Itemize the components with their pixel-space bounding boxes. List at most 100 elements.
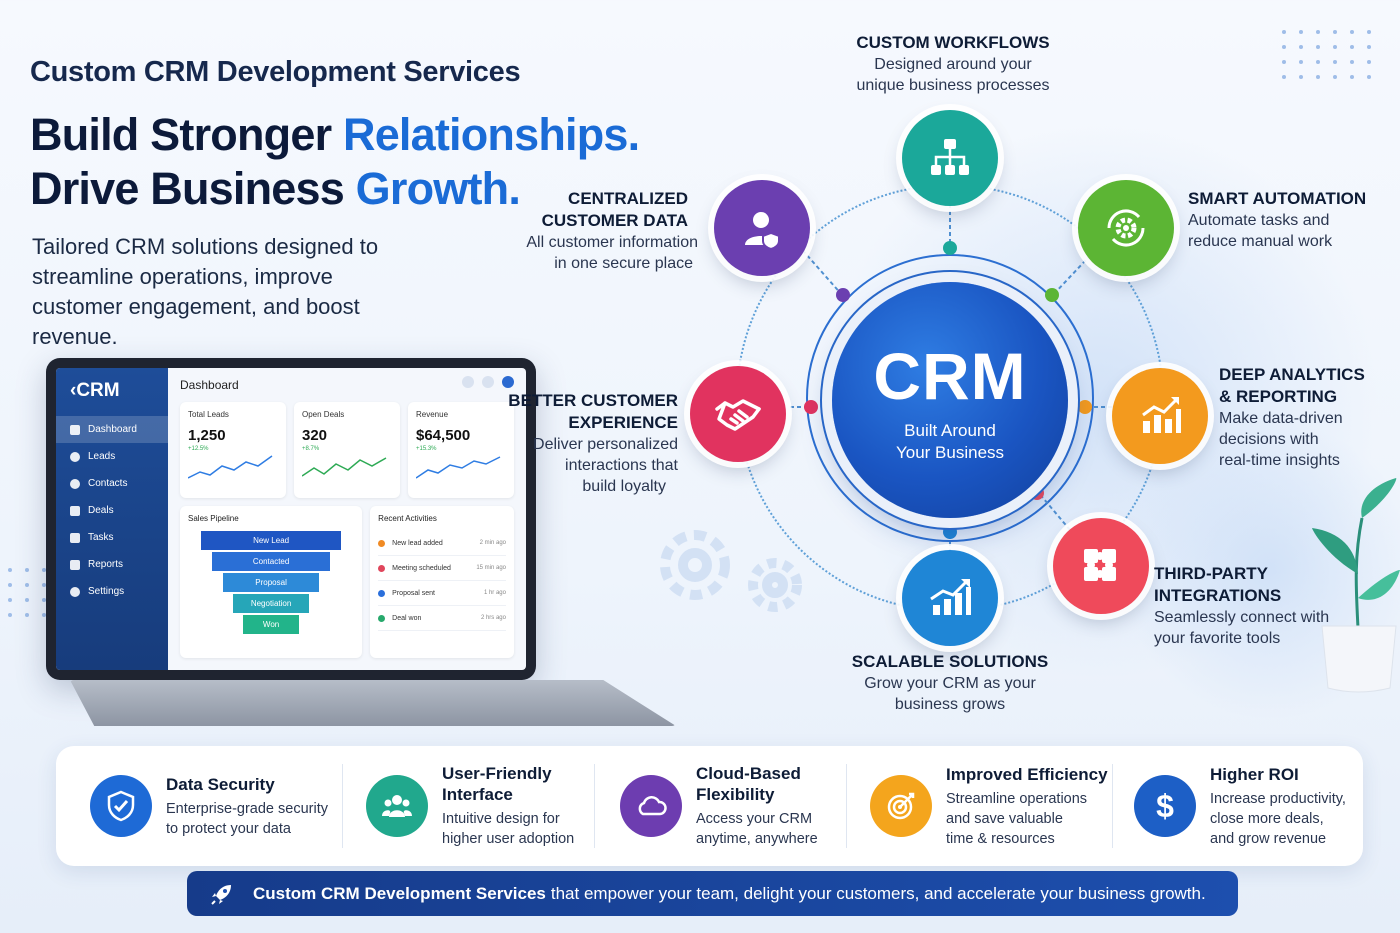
benefit-title: Flexibility — [696, 785, 775, 804]
feature-smart-automation: SMART AUTOMATION Automate tasks and redu… — [1188, 188, 1388, 252]
sidebar-item-leads[interactable]: Leads — [56, 443, 168, 470]
funnel-stage: New Lead — [201, 531, 342, 550]
benefits-panel: Data Security Enterprise-grade security … — [56, 746, 1363, 866]
feature-title: SCALABLE SOLUTIONS — [851, 652, 1049, 671]
feature-better-experience: BETTER CUSTOMER EXPERIENCE Deliver perso… — [500, 390, 678, 497]
card-change: +8.7% — [302, 446, 320, 452]
message-icon[interactable] — [482, 376, 494, 388]
experience-node — [690, 366, 786, 462]
background-gears-icon — [660, 530, 802, 612]
feature-title: CUSTOM WORKFLOWS — [856, 33, 1050, 52]
feature-desc: Designed around your — [874, 56, 1032, 73]
card-label: Revenue — [416, 410, 449, 419]
connector-dot — [1078, 400, 1092, 414]
feature-desc: business grows — [894, 696, 1006, 713]
benefit-desc: Streamline operations — [946, 790, 1088, 807]
headline-highlight: Relationships. — [343, 109, 640, 160]
feature-desc: your favorite tools — [1154, 630, 1281, 647]
feature-title: THIRD-PARTY — [1154, 564, 1268, 583]
card-label: Open Deals — [302, 410, 345, 419]
panel-title: Recent Activities — [378, 514, 437, 523]
divider — [846, 764, 847, 848]
benefit-higher-roi: $ Higher ROI Increase productivity, clos… — [1134, 746, 1346, 866]
gear-cycle-icon — [1107, 209, 1145, 247]
feature-third-party-integrations: THIRD-PARTY INTEGRATIONS Seamlessly conn… — [1154, 563, 1354, 649]
crm-core-circle: CRM Built Around Your Business — [832, 282, 1068, 518]
sparkline — [416, 456, 501, 479]
feature-title: CUSTOMER DATA — [541, 211, 688, 230]
feature-custom-workflows: CUSTOM WORKFLOWS Designed around your un… — [830, 32, 1076, 96]
plant-icon — [1312, 478, 1400, 693]
banner-text: that empower your team, delight your cus… — [550, 883, 1206, 903]
crm-sidebar: ‹CRM Dashboard Leads Contacts Deals Task… — [56, 368, 168, 670]
funnel-stage: Negotiation — [233, 594, 310, 613]
bar-chart-icon — [1142, 397, 1181, 433]
centralized-data-node — [714, 180, 810, 276]
activity-icon — [378, 614, 386, 622]
card-change: +12.5% — [188, 446, 209, 452]
feature-desc: Automate tasks and — [1188, 212, 1330, 229]
hierarchy-icon — [931, 139, 969, 175]
stat-card-revenue[interactable]: Revenue $64,500 +15.3% — [408, 402, 514, 498]
sparkline — [302, 457, 387, 477]
benefit-desc: Intuitive design for — [442, 811, 560, 827]
sidebar-item-contacts[interactable]: Contacts — [56, 470, 168, 497]
decorative-dot-grid — [1282, 30, 1373, 79]
sidebar-item-tasks[interactable]: Tasks — [56, 524, 168, 551]
sidebar-item-reports[interactable]: Reports — [56, 551, 168, 578]
feature-desc: interactions that — [565, 457, 678, 474]
benefit-title: Data Security — [166, 774, 275, 794]
feature-desc: unique business processes — [856, 77, 1050, 94]
avatar[interactable] — [502, 376, 514, 388]
activity-icon — [378, 564, 386, 572]
sidebar-item-deals[interactable]: Deals — [56, 497, 168, 524]
integrations-node — [1053, 518, 1149, 614]
person-icon — [70, 478, 80, 489]
divider — [342, 764, 343, 848]
feature-desc: reduce manual work — [1188, 233, 1333, 250]
funnel-stage: Contacted — [212, 552, 331, 571]
divider — [594, 764, 595, 848]
activity-icon — [378, 539, 386, 547]
benefit-data-security: Data Security Enterprise-grade security … — [90, 746, 328, 866]
sidebar-item-settings[interactable]: Settings — [56, 578, 168, 605]
headline-part: Build Stronger — [30, 109, 332, 160]
dollar-icon: $ — [1134, 775, 1196, 837]
stat-card-open-deals[interactable]: Open Deals 320 +8.7% — [294, 402, 400, 498]
connector-dot — [836, 288, 850, 302]
feature-title: CENTRALIZED — [568, 189, 688, 208]
benefit-title: Improved Efficiency — [946, 764, 1108, 784]
feature-title: SMART AUTOMATION — [1188, 189, 1367, 208]
headline-highlight: Growth. — [355, 163, 521, 214]
stat-card-total-leads[interactable]: Total Leads 1,250 +12.5% — [180, 402, 286, 498]
target-icon — [870, 775, 932, 837]
sparkline — [188, 455, 273, 479]
sidebar-item-dashboard[interactable]: Dashboard — [56, 416, 168, 443]
scalable-node — [902, 550, 998, 646]
benefit-desc: higher user adoption — [442, 831, 575, 847]
shield-check-icon — [90, 775, 152, 837]
benefit-cloud-based: Cloud-Based Flexibility Access your CRM … — [620, 746, 818, 866]
automation-node — [1078, 180, 1174, 276]
connector-dot — [1045, 288, 1059, 302]
card-value: $64,500 — [416, 427, 471, 444]
feature-title: EXPERIENCE — [568, 413, 678, 432]
headline-part: Drive Business — [30, 163, 345, 214]
users-icon — [366, 775, 428, 837]
feature-desc: decisions with — [1219, 431, 1319, 448]
gear-icon — [70, 586, 80, 597]
cta-banner: Custom CRM Development Services that emp… — [187, 871, 1238, 916]
notification-icon[interactable] — [462, 376, 474, 388]
feature-title: & REPORTING — [1219, 387, 1338, 406]
card-value: 320 — [302, 427, 328, 444]
intro-text: Tailored CRM solutions designed to strea… — [32, 234, 379, 349]
connector-dot — [1030, 486, 1044, 500]
feature-desc: in one secure place — [554, 255, 693, 272]
feature-desc: All customer information — [526, 234, 698, 251]
feature-title: DEEP ANALYTICS — [1219, 365, 1365, 384]
